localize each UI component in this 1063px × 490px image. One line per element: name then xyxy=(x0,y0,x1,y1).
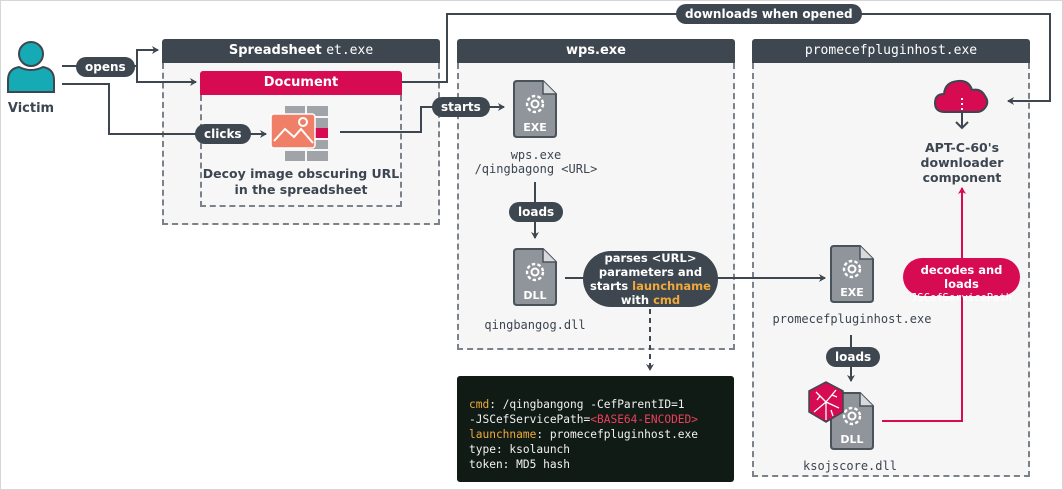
code-line-token: token: MD5 hash xyxy=(469,458,571,471)
wps-header: wps.exe xyxy=(457,39,735,63)
clicks-label: clicks xyxy=(195,124,251,144)
loads-label-1: loads xyxy=(509,202,564,222)
decoy-image-icon xyxy=(270,106,328,161)
parses-line4: with cmd xyxy=(583,293,718,307)
wps-exe-label-line1: wps.exe xyxy=(510,148,562,162)
ksojscore-dll-label: ksojscore.dll xyxy=(803,459,897,473)
decodes-line2: JSCefServicePath xyxy=(910,292,1013,304)
user-icon xyxy=(7,41,55,93)
edge-opens-doc xyxy=(136,66,197,86)
parses-launchname: launchname xyxy=(632,279,711,293)
loads-label-2: loads xyxy=(826,347,881,367)
code-line-service-path: -JSCefServicePath=<BASE64-ENCODED> xyxy=(469,412,722,427)
decodes-label: decodes and loads JSCefServicePath xyxy=(903,258,1020,304)
wps-exe-label-line2: /qingbagong <URL> xyxy=(474,162,598,176)
opens-label: opens xyxy=(76,57,135,77)
code-cmd-key: cmd xyxy=(469,398,490,411)
downloader-line2: downloader xyxy=(920,155,1004,170)
promecef-header: promecefpluginhost.exe xyxy=(752,39,1030,63)
downloader-line3: component xyxy=(922,170,1002,185)
starts-label: starts xyxy=(432,97,490,117)
code-line-type: type: ksolaunch xyxy=(469,443,571,456)
malware-hexagon-icon xyxy=(808,381,844,423)
spreadsheet-title: Spreadsheet xyxy=(228,43,327,58)
dll-badge-2: DLL xyxy=(840,433,863,446)
victim-label: Victim xyxy=(7,101,55,116)
code-line-cmd: cmd: /qingbangong -CefParentID=1 xyxy=(469,397,722,412)
dll-badge-1: DLL xyxy=(523,289,546,302)
promecef-exe-label: promecefpluginhost.exe xyxy=(772,312,932,326)
document-caption: Decoy image obscuring URL in the spreads… xyxy=(200,166,402,198)
spreadsheet-title-mono: et.exe xyxy=(326,43,374,58)
wps-title: wps.exe xyxy=(565,43,626,58)
cloud-download-icon xyxy=(933,79,989,113)
code-cmd-value: : /qingbangong -CefParentID=1 xyxy=(489,398,685,411)
document-caption-line2: in the spreadsheet xyxy=(234,182,368,197)
parses-line4-prefix: with xyxy=(620,293,654,307)
document-header: Document xyxy=(200,71,402,95)
exe-file-icon: EXE xyxy=(830,245,874,303)
code-base64-value: <BASE64-ENCODED> xyxy=(590,413,699,426)
parses-line2: parameters and xyxy=(598,265,703,279)
spreadsheet-header: Spreadsheet et.exe xyxy=(162,39,440,63)
parses-label: parses <URL> parameters and starts launc… xyxy=(583,251,718,307)
parses-line3: starts launchname xyxy=(583,279,718,293)
downloader-line1: APT-C-60's xyxy=(924,140,1000,155)
parses-cmd: cmd xyxy=(653,293,681,307)
exe-file-icon: EXE xyxy=(513,80,557,138)
code-launchname-key: launchname xyxy=(469,428,537,441)
downloads-when-opened-label: downloads when opened xyxy=(676,4,862,24)
code-launchname-value: : promecefpluginhost.exe xyxy=(536,428,699,441)
command-code-block: cmd: /qingbangong -CefParentID=1 -JSCefS… xyxy=(457,376,734,482)
dll-file-icon: DLL xyxy=(513,248,557,306)
downloader-label: APT-C-60's downloader component xyxy=(905,140,1019,185)
parses-line3-prefix: starts xyxy=(590,279,633,293)
decodes-line1: decodes and loads xyxy=(920,263,1003,291)
edge-clicks xyxy=(62,83,267,138)
document-caption-line1: Decoy image obscuring URL xyxy=(202,166,400,181)
qingbangog-dll-label: qingbangog.dll xyxy=(484,318,586,332)
parses-line1: parses <URL> xyxy=(604,251,697,265)
promecef-title: promecefpluginhost.exe xyxy=(804,43,978,58)
exe-badge-1: EXE xyxy=(523,121,547,134)
exe-badge-2: EXE xyxy=(840,286,864,299)
code-line-launchname: launchname: promecefpluginhost.exe xyxy=(469,427,722,442)
code-service-path-key: -JSCefServicePath= xyxy=(469,413,591,426)
wps-exe-label: wps.exe /qingbagong <URL> xyxy=(457,148,615,176)
